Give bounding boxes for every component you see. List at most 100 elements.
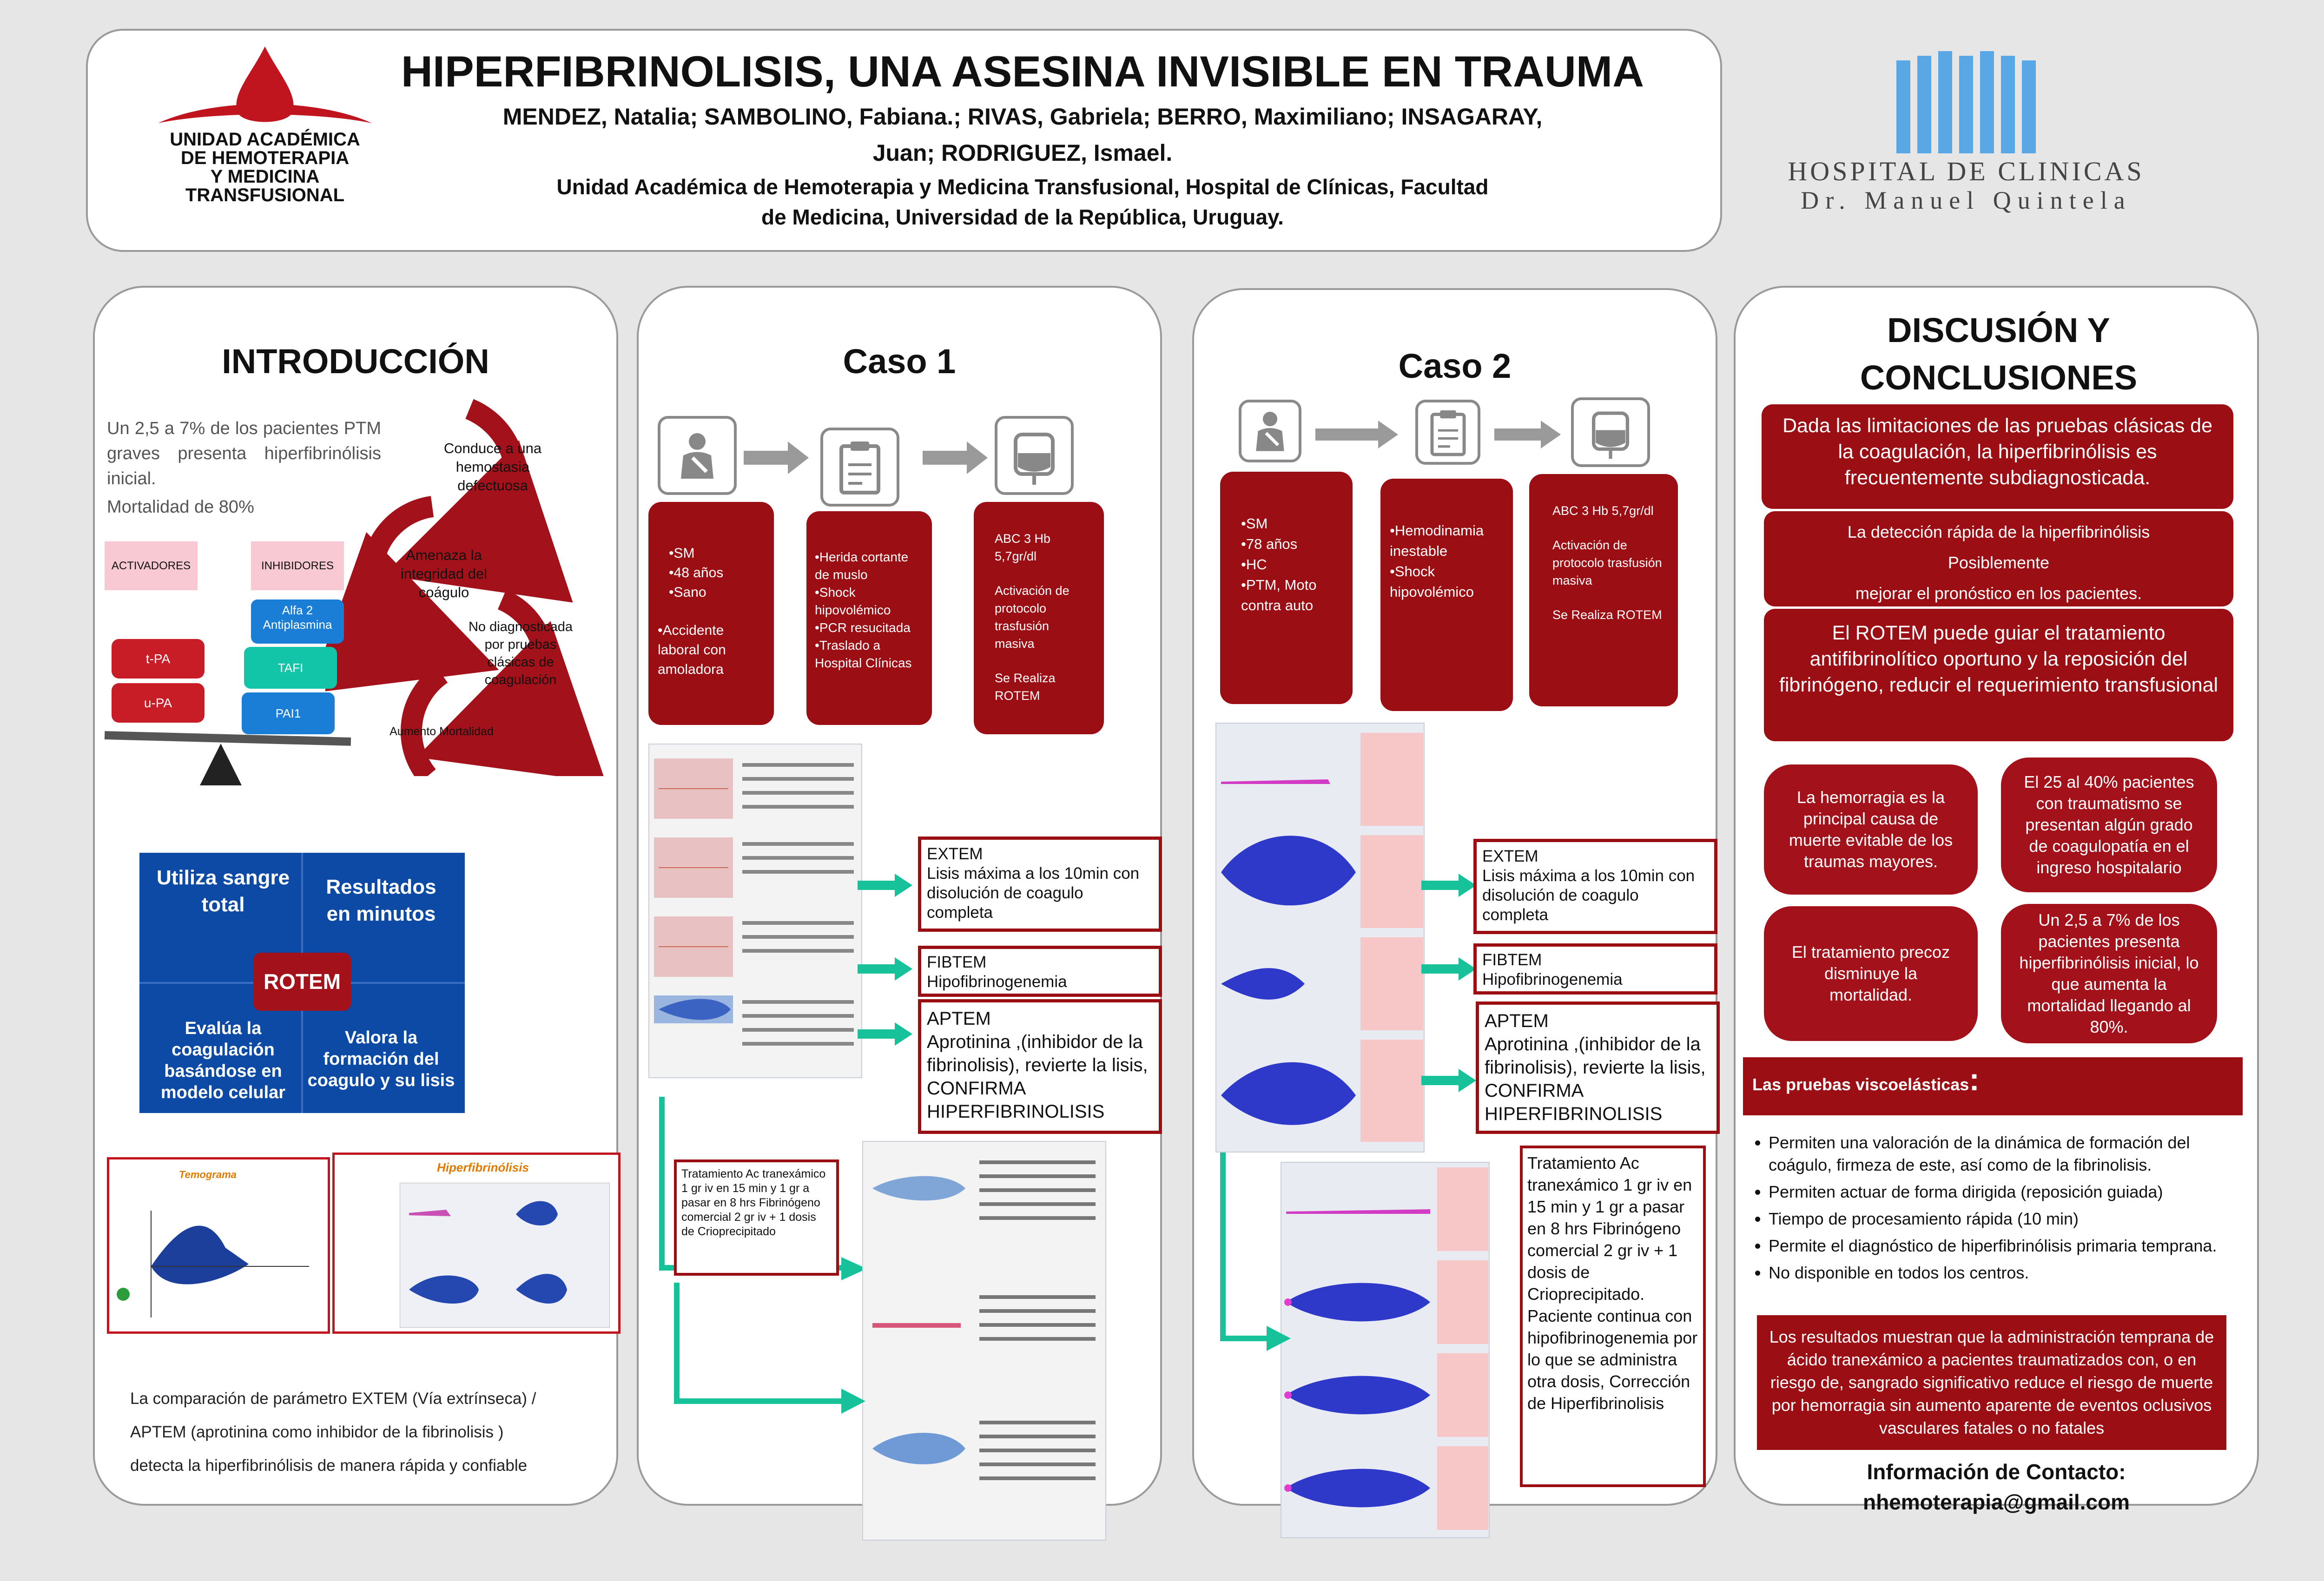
arrow-right-icon xyxy=(858,874,912,897)
rotem-q4: Valora la formación del coagulo y su lis… xyxy=(307,1028,455,1090)
caso2-b1-l4: •PTM, Moto contra auto xyxy=(1241,577,1317,613)
discusion-box-1-text: Dada las limitaciones de las pruebas clá… xyxy=(1783,415,2212,489)
cycle-step-3: No diagnosticada por pruebas clásicas de… xyxy=(468,619,573,687)
pruebas-bullet: Permiten una valoración de la dinámica d… xyxy=(1769,1132,2238,1176)
hiperfibrinolisis-image: Hiperfibrinólisis xyxy=(332,1153,621,1334)
discusion-pill-3: El tratamiento precoz disminuye la morta… xyxy=(1764,906,1978,1041)
intro-title: INTRODUCCIÓN xyxy=(222,342,489,381)
caso2-b3-l5: Se Realiza ROTEM xyxy=(1552,608,1662,622)
caso1-lab-box: ABC 3 Hb 5,7gr/dl Activación de protocol… xyxy=(974,502,1104,734)
arrow-right-icon xyxy=(923,441,988,474)
cycle-step-4: Aumento Mortalidad xyxy=(390,725,494,738)
rotem-center: ROTEM xyxy=(253,953,351,1011)
discusion-pill-1: La hemorragia es la principal causa de m… xyxy=(1764,764,1978,895)
arrow-right-icon xyxy=(1220,1153,1291,1351)
caso2-lab-box: ABC 3 Hb 5,7gr/dl Activación de protocol… xyxy=(1529,474,1678,706)
arrow-right-icon xyxy=(744,441,809,474)
caso1-b1-l1: •SM xyxy=(669,546,695,561)
caso2-rotem-screen xyxy=(1215,723,1425,1153)
blood-bag-icon xyxy=(995,416,1074,495)
header-panel xyxy=(86,29,1722,252)
caso1-rotem-printout xyxy=(648,744,862,1078)
caso2-b2-l1: •Hemodinamia inestable xyxy=(1390,522,1484,559)
caso1-tratamiento-box: Tratamiento Ac tranexámico 1 gr iv en 15… xyxy=(674,1159,839,1276)
hospital-logo: HOSPITAL DE CLINICAS Dr. Manuel Quintela xyxy=(1757,51,2175,214)
arrow-right-icon xyxy=(841,1257,867,1280)
arrow-right-icon xyxy=(674,1283,865,1414)
caso2-aptem-box: APTEM Aprotinina ,(inhibidor de la fibri… xyxy=(1476,1001,1720,1134)
inhibidores-label: INHIBIDORES xyxy=(251,541,344,590)
resultados-box: Los resultados muestran que la administr… xyxy=(1757,1315,2226,1450)
caso1-title: Caso 1 xyxy=(843,342,956,381)
caso2-fibtem-text: Hipofibrinogenemia xyxy=(1482,970,1623,988)
clipboard-icon xyxy=(1415,400,1480,465)
clipboard-icon xyxy=(820,428,899,507)
upa-block: u-PA xyxy=(112,683,205,723)
caso2-patient-box: •SM •78 años •HC •PTM, Moto contra auto xyxy=(1220,472,1353,704)
contact-title: Información de Contacto: xyxy=(1867,1460,2126,1484)
pruebas-bullet: Tiempo de procesamiento rápida (10 min) xyxy=(1769,1208,2238,1230)
activadores-label: ACTIVADORES xyxy=(105,541,198,590)
arrow-right-icon xyxy=(1421,957,1476,981)
pruebas-bullet: Permiten actuar de forma dirigida (repos… xyxy=(1769,1181,2238,1203)
arrow-right-icon xyxy=(858,1022,912,1046)
tafi-block: TAFI xyxy=(244,647,337,689)
hiperfib-label: Hiperfibrinólisis xyxy=(437,1160,529,1174)
pruebas-list: Permiten una valoración de la dinámica d… xyxy=(1750,1132,2238,1289)
caso1-b1-l3: •Sano xyxy=(669,585,706,600)
logo-line-2: DE HEMOTERAPIA xyxy=(180,148,350,168)
arrow-right-icon xyxy=(858,957,912,981)
caso1-patient-box: •SM •48 años •Sano •Accidente laboral co… xyxy=(648,502,774,725)
discusion-box-2-l1: La detección rápida de la hiperfibrinóli… xyxy=(1847,522,2150,541)
caso1-extem-title: EXTEM xyxy=(927,845,983,863)
cycle-step-2: Amenaza la integridad del coágulo xyxy=(400,547,488,600)
poster-title: HIPERFIBRINOLISIS, UNA ASESINA INVISIBLE… xyxy=(401,47,1644,96)
caso2-b2-l2: •Shock hipovolémico xyxy=(1390,563,1474,600)
authors-line-1: MENDEZ, Natalia; SAMBOLINO, Fabiana.; RI… xyxy=(502,104,1543,130)
arrow-right-icon xyxy=(1494,421,1561,448)
pruebas-header: Las pruebas viscoelásticas: xyxy=(1743,1057,2243,1115)
caso2-b1-l3: •HC xyxy=(1241,556,1267,573)
caso1-tratamiento-text: Tratamiento Ac tranexámico 1 gr iv en 15… xyxy=(681,1167,826,1238)
pruebas-bullet: Permite el diagnóstico de hiperfibrinóli… xyxy=(1769,1235,2238,1257)
caso1-clinical-box: •Herida cortante de muslo •Shock hipovol… xyxy=(806,511,932,725)
logo-line-4: TRANSFUSIONAL xyxy=(185,185,345,205)
hospital-columns-icon xyxy=(1896,51,2036,153)
pruebas-colon: : xyxy=(1969,1062,1980,1097)
pruebas-bullet: No disponible en todos los centros. xyxy=(1769,1262,2238,1284)
caso2-tratamiento-box: Tratamiento Ac tranexámico 1 gr iv en 15… xyxy=(1520,1146,1706,1487)
caso2-b1-l2: •78 años xyxy=(1241,536,1298,552)
arrow-right-icon xyxy=(1315,421,1398,448)
discusion-box-2: La detección rápida de la hiperfibrinóli… xyxy=(1764,511,2233,606)
discusion-box-2-l2: Posiblemente xyxy=(1948,553,2050,572)
caso2-clinical-box: •Hemodinamia inestable •Shock hipovolémi… xyxy=(1380,479,1513,711)
pai1-block: PAI1 xyxy=(242,692,335,734)
caso1-aptem-box: APTEM Aprotinina ,(inhibidor de la fibri… xyxy=(918,999,1162,1134)
tpa-block: t-PA xyxy=(112,639,205,679)
caso2-rotem-followup xyxy=(1281,1162,1490,1538)
caso1-fibtem-title: FIBTEM xyxy=(927,953,987,971)
temograma-label: Temograma xyxy=(179,1169,237,1180)
temograma-image: Temograma xyxy=(107,1157,330,1334)
blood-bag-icon xyxy=(1571,397,1650,467)
caso1-fibtem-text: Hipofibrinogenemia xyxy=(927,973,1067,991)
intro-text-1: Un 2,5 a 7% de los pacientes PTM graves … xyxy=(107,419,381,488)
discusion-box-1: Dada las limitaciones de las pruebas clá… xyxy=(1762,404,2233,509)
caso1-fibtem-box: FIBTEM Hipofibrinogenemia xyxy=(918,946,1162,997)
caso1-b3-l5: Se Realiza ROTEM xyxy=(995,671,1056,703)
patient-icon xyxy=(658,416,737,495)
caso1-b3-l1: ABC 3 Hb 5,7gr/dl xyxy=(995,532,1051,563)
rotem-q3: Evalúa la coagulación basándose en model… xyxy=(160,1019,286,1102)
authors-line-2: Juan; RODRIGUEZ, Ismael. xyxy=(872,140,1173,166)
blood-drop-icon xyxy=(158,46,372,123)
caso2-fibtem-title: FIBTEM xyxy=(1482,951,1542,969)
affiliation-line-2: de Medicina, Universidad de la República… xyxy=(761,205,1284,229)
caso2-tratamiento-text: Tratamiento Ac tranexámico 1 gr iv en 15… xyxy=(1527,1153,1698,1413)
caso1-b2-l3: •PCR resucitada xyxy=(815,620,911,635)
arrow-right-icon xyxy=(1421,1069,1476,1092)
logo-line-3: Y MEDICINA xyxy=(210,166,320,187)
rotem-q1: Utiliza sangre total xyxy=(156,866,290,916)
contact-email[interactable]: nhemoterapia@gmail.com xyxy=(1863,1490,2130,1514)
discusion-box-2-l3: mejorar el pronóstico en los pacientes. xyxy=(1855,584,2142,603)
caso2-extem-title: EXTEM xyxy=(1482,847,1538,865)
